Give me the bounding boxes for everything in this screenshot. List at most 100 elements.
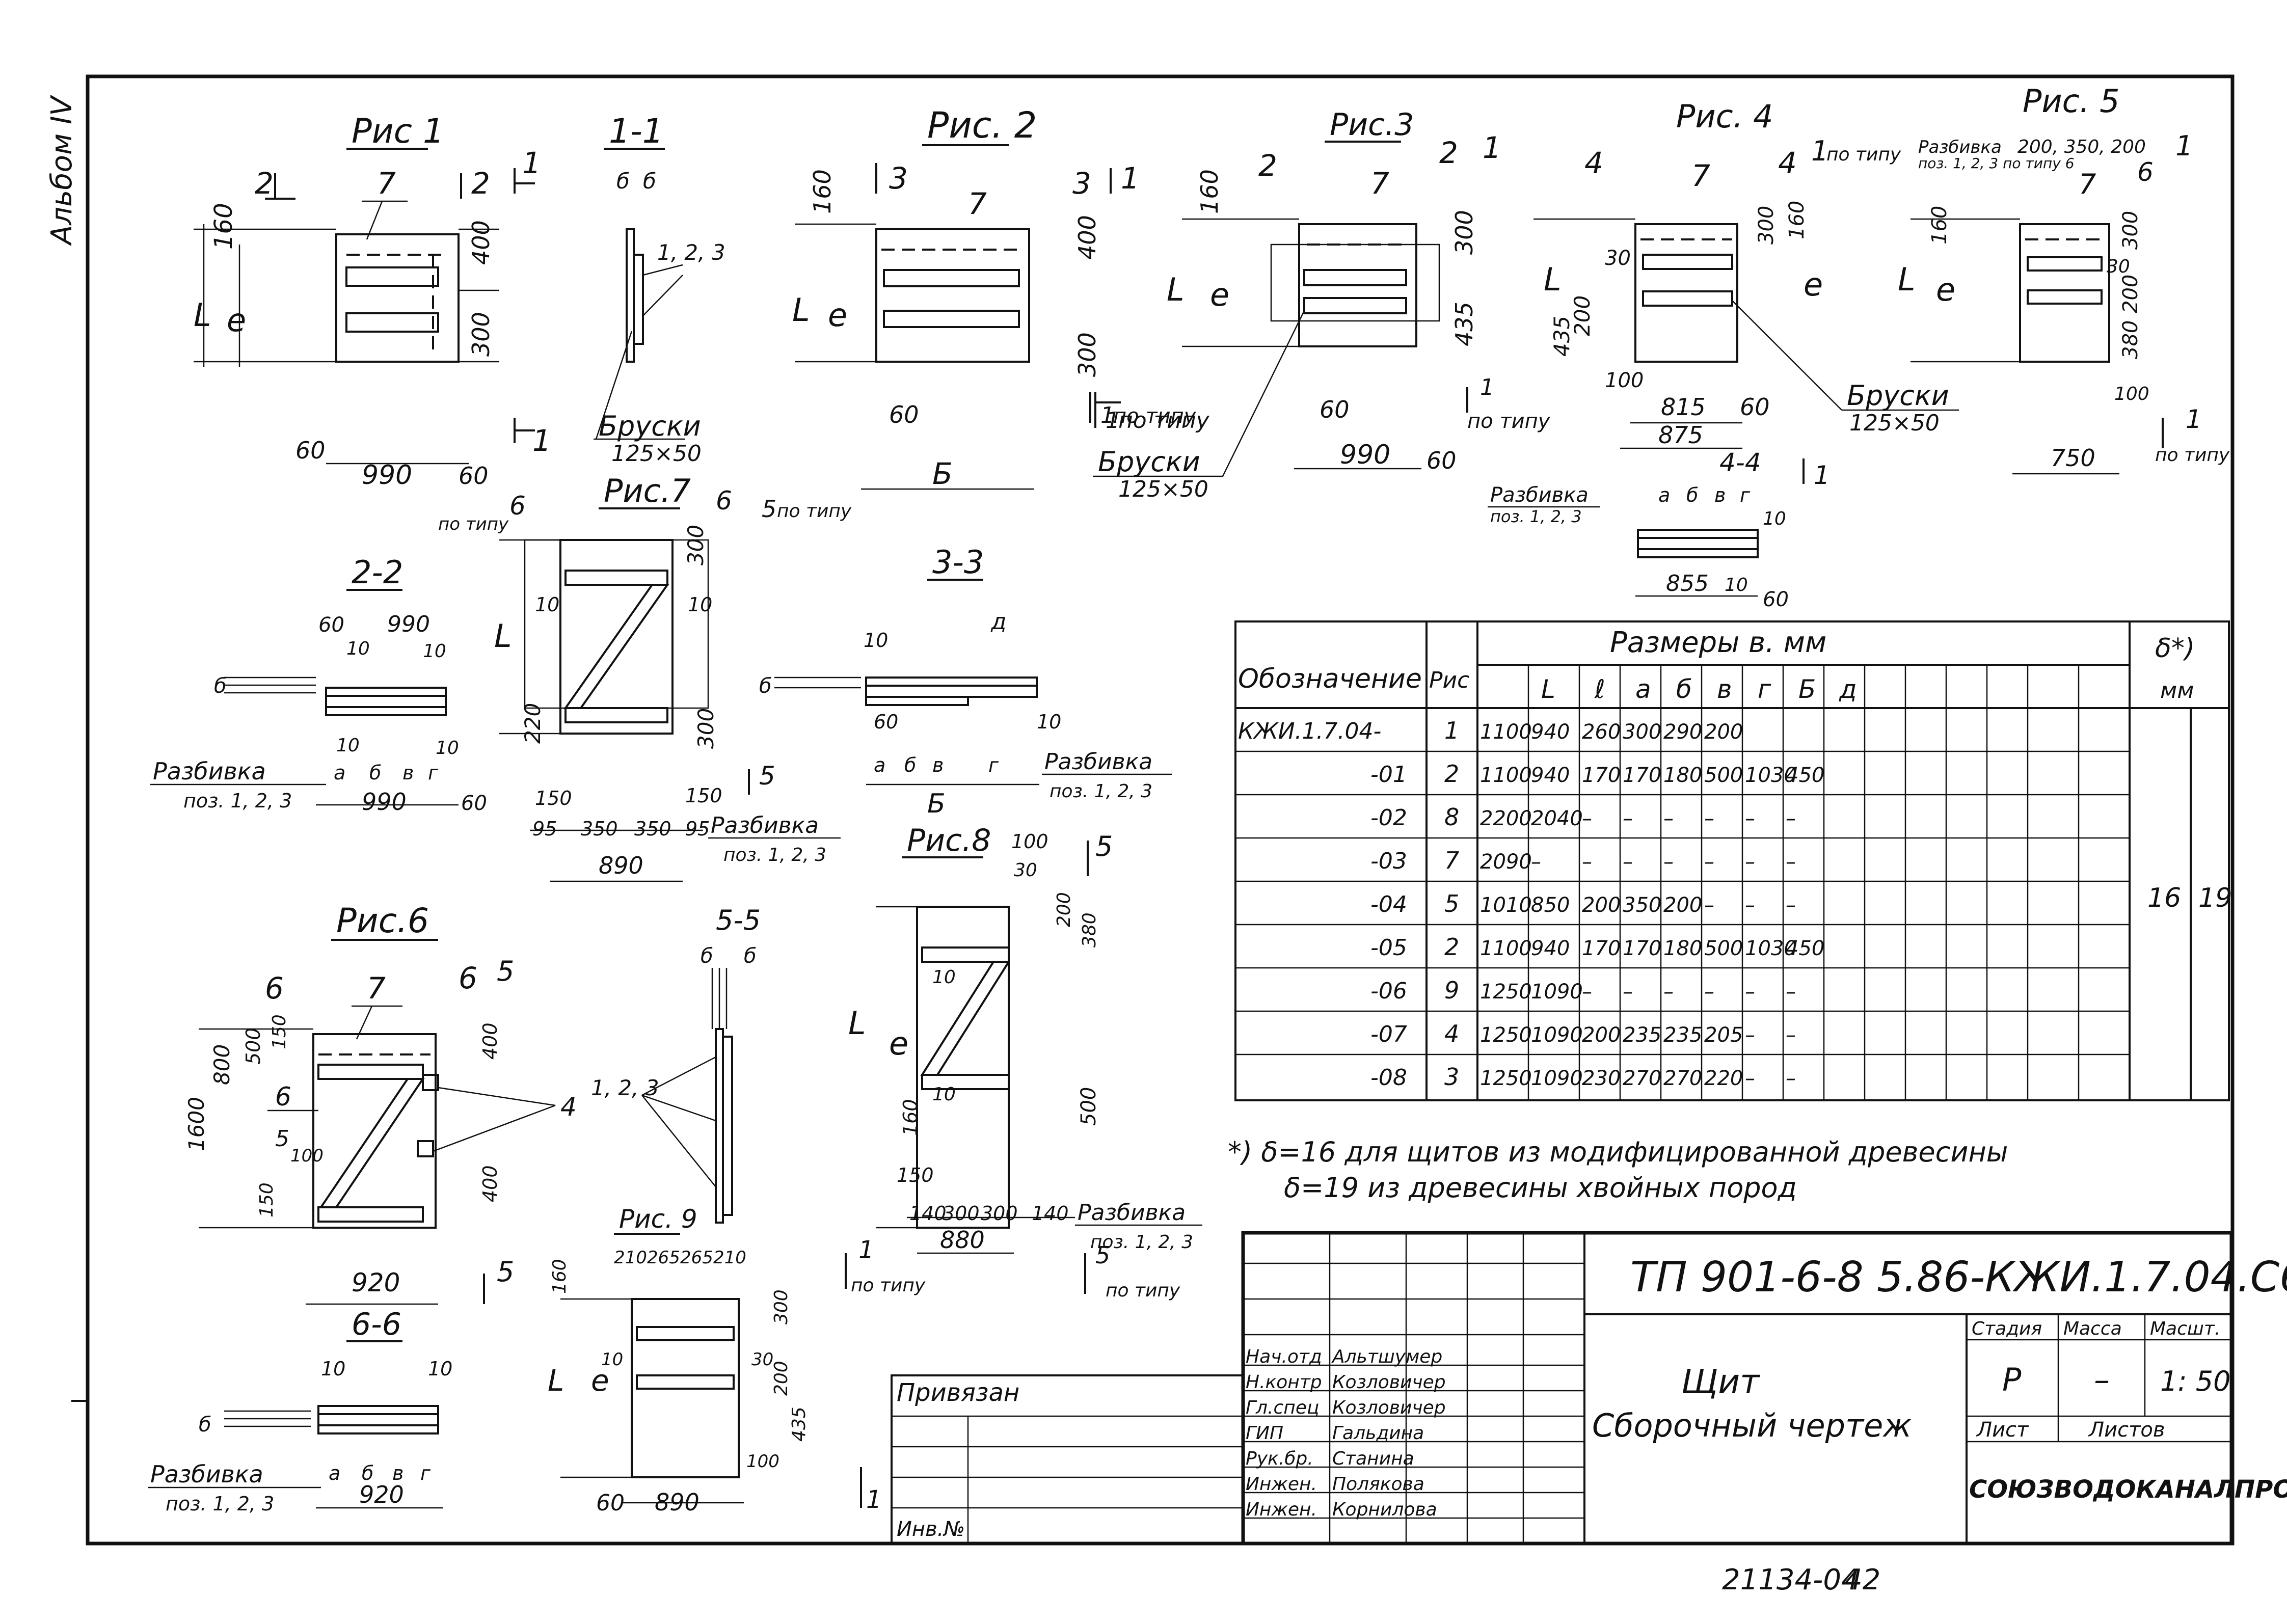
bruski-size: 125×50 [1849, 410, 1940, 436]
table-cell-value: 450 [1786, 764, 1824, 787]
section-mark-3: 3 [889, 161, 908, 196]
section-mark-1: 1 [1121, 161, 1140, 196]
dim-10: 10 [428, 1358, 452, 1380]
section-mark: 1 [1106, 408, 1120, 434]
col-ris: Рис [1429, 667, 1469, 693]
dim-60: 60 [1740, 393, 1770, 421]
table-cell-value: – [1786, 1067, 1796, 1090]
drawing-name-2: Сборочный чертеж [1592, 1407, 1912, 1444]
footer-page: 42 [1844, 1563, 1880, 1596]
table-cell-value: 270 [1623, 1067, 1661, 1090]
dim-30: 30 [751, 1349, 773, 1370]
signer-name: Полякова [1332, 1474, 1424, 1495]
dim-60: 60 [459, 462, 489, 490]
panel-ris6 [312, 1033, 437, 1229]
section-mark-6: 6 [265, 971, 284, 1006]
dim-300: 300 [693, 708, 718, 749]
section-mark: 1 [1814, 461, 1830, 490]
table-cell-value: – [1786, 894, 1796, 917]
dim-e: e [591, 1363, 609, 1398]
dim-150: 150 [685, 784, 722, 807]
table-cell-value: 300 [1623, 720, 1661, 744]
dim-160: 160 [1928, 206, 1951, 245]
seq-g: г [420, 1462, 431, 1484]
ris4-title: Рис. 4 [1676, 98, 1773, 135]
bruski-size: 125×50 [611, 441, 702, 467]
dim-300: 300 [943, 1202, 980, 1225]
dim-100: 100 [290, 1146, 324, 1166]
seq-v: в [932, 754, 944, 776]
razbivka-label: Разбивка [711, 813, 819, 838]
dim-140: 140 [909, 1202, 947, 1225]
table-cell-value: 200 [1582, 894, 1621, 917]
table-cell-value: 170 [1582, 764, 1621, 787]
dim-10: 10 [336, 735, 360, 756]
batten [345, 266, 439, 287]
dim-1600: 1600 [184, 1097, 209, 1151]
dim-200: 200 [771, 1361, 792, 1396]
dim-10: 10 [535, 593, 559, 616]
dim-10: 10 [346, 638, 370, 659]
album-label: Альбом IV [45, 95, 78, 246]
table-cell-value: 170 [1623, 764, 1661, 787]
ris1-title: Рис 1 [352, 112, 444, 151]
section-mark-6: 6 [2137, 157, 2154, 187]
table-cell-value: 2200 [1480, 807, 1532, 830]
table-cell-designation: КЖИ.1.7.04- [1238, 718, 1381, 744]
dim-e: e [1210, 276, 1229, 313]
privyazan-label: Привязан [897, 1378, 1019, 1407]
signer-role: ГИП [1246, 1423, 1283, 1444]
delta-label: б [701, 944, 713, 968]
section-mark-5: 5 [1095, 1241, 1110, 1269]
scale-header: Масшт. [2150, 1318, 2220, 1339]
callout-7: 7 [367, 971, 386, 1006]
poz-label: поз. 1, 2, 3 [1090, 1232, 1193, 1253]
mass-header: Масса [2063, 1318, 2122, 1339]
dim-100: 100 [746, 1451, 779, 1472]
table-cell-value: – [1704, 850, 1714, 874]
dim-400: 400 [479, 1165, 501, 1202]
table-subheader: L [1541, 674, 1555, 704]
signer-name: Гальдина [1332, 1423, 1424, 1444]
drawing-name-1: Щит [1681, 1362, 1761, 1401]
section-mark-1: 1 [866, 1485, 882, 1514]
sheets-header: Листов [2088, 1418, 2165, 1442]
table-cell-value: – [1745, 1023, 1755, 1047]
dim-e: e [889, 1025, 908, 1062]
section-mark: 1 [1100, 402, 1115, 428]
delta-label: б [214, 674, 227, 698]
signer-name: Козловичер [1332, 1397, 1446, 1418]
inv-label: Инв.№ [897, 1518, 965, 1541]
po-tipu: по типу [438, 514, 509, 534]
poz-label: поз. 1, 2, 3 [166, 1493, 274, 1515]
callout-5: 5 [275, 1126, 289, 1152]
dim-10: 10 [688, 593, 712, 616]
dim-L: L [194, 296, 211, 334]
signer-role: Нач.отд [1246, 1346, 1322, 1367]
dim-200: 200 [2119, 275, 2142, 313]
razbivka-label: Разбивка [1918, 137, 2002, 157]
table-cell-value: – [1786, 1023, 1796, 1047]
figure-ris2: Рис. 2 L e 160 400 300 Б 60 3 7 3 1 1 по… [792, 104, 1210, 491]
delta-label: б [199, 1413, 211, 1437]
sec44-title: 4-4 [1719, 448, 1761, 477]
dim-160: 160 [549, 1259, 570, 1294]
dim-435: 435 [789, 1406, 810, 1442]
table-subheader: ℓ [1594, 674, 1605, 704]
delta-label: б [643, 169, 656, 194]
table-cell-value: – [1663, 807, 1674, 830]
panel-ris4 [1634, 223, 1738, 363]
figure-ris6: Рис.6 1600 800 500 150 150 100 400 400 6… [184, 901, 577, 1305]
section-mark: 1 [1480, 374, 1494, 400]
table-cell-value: 350 [1623, 894, 1661, 917]
dim-300: 300 [1073, 332, 1101, 377]
po-tipu: по типу [2155, 445, 2230, 466]
signer-name: Козловичер [1332, 1372, 1446, 1393]
dim-L: L [1167, 271, 1185, 308]
panel-ris3 [1298, 223, 1417, 347]
table-cell-value: – [1623, 980, 1633, 1004]
section-mark-5: 5 [759, 761, 775, 791]
ris7-title: Рис.7 [604, 472, 691, 509]
poz-label: поз. 1, 2, 3 [1050, 781, 1152, 802]
